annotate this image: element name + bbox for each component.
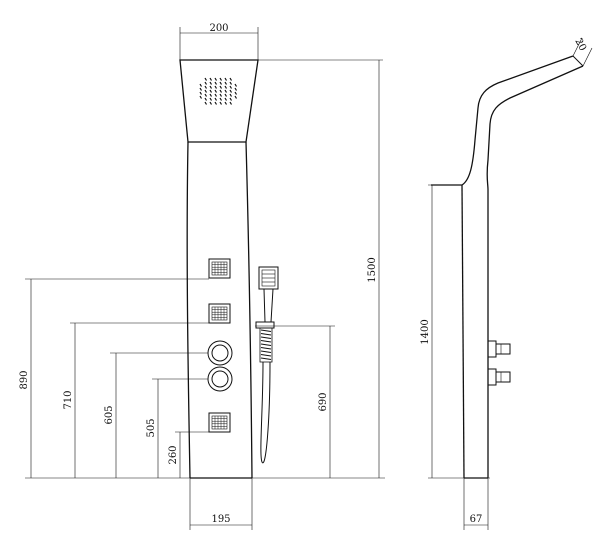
body-jet-lower xyxy=(208,412,231,433)
dim-top-width: 200 xyxy=(209,23,228,34)
side-knob-upper xyxy=(487,340,511,358)
side-panel-back xyxy=(486,65,584,478)
hose-connector xyxy=(259,327,273,363)
dim-jet-bottom-height: 260 xyxy=(168,445,179,464)
front-dimension-lines xyxy=(25,27,385,530)
panel-head-outline xyxy=(179,59,259,143)
dim-knob-upper-height: 605 xyxy=(104,405,115,424)
front-view: 200 1500 890 710 605 505 260 690 195 xyxy=(19,23,385,530)
dim-panel-height: 1400 xyxy=(420,319,431,344)
hand-shower xyxy=(255,266,279,464)
dim-total-height: 1500 xyxy=(367,257,378,282)
dim-jet-upper-height: 890 xyxy=(19,370,30,389)
side-knob-lower xyxy=(487,368,511,386)
dim-holder-height: 690 xyxy=(318,392,329,411)
panel-body-outline xyxy=(186,141,253,479)
body-jet-upper xyxy=(208,258,231,279)
side-panel-front-edge xyxy=(461,184,465,479)
rain-head-nozzles xyxy=(199,77,238,105)
side-dimension-lines xyxy=(428,37,593,530)
control-knob-upper xyxy=(207,340,233,366)
side-view: 20 1400 67 xyxy=(420,37,593,530)
dim-knob-lower-height: 505 xyxy=(146,418,157,437)
dim-panel-depth: 67 xyxy=(470,514,483,525)
control-knob-lower xyxy=(207,366,233,392)
dim-arm-diameter: 20 xyxy=(572,37,588,53)
dim-jet-lower-height: 710 xyxy=(63,390,74,409)
body-jet-middle xyxy=(208,303,231,324)
side-panel-profile xyxy=(431,55,574,186)
dim-base-width: 195 xyxy=(211,514,230,525)
